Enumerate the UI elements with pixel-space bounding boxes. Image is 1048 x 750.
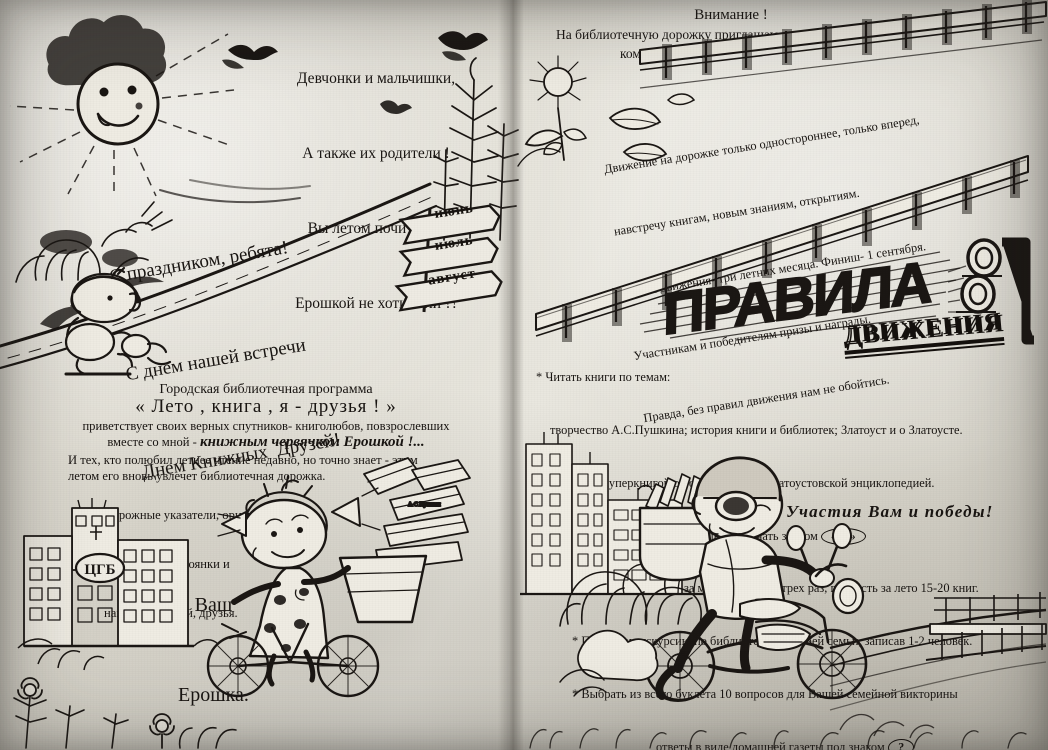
dandelion-and-leaves-illustration — [517, 55, 696, 167]
program-line-4-bold: книжным червячком Ерошкой !... — [200, 434, 425, 451]
fence-illustration-top — [639, 0, 1047, 89]
program-line-3: приветствует своих верных спутников- кни… — [82, 418, 450, 433]
wish-text: Участия Вам и победы! — [786, 502, 994, 521]
traffic-light-illustration — [947, 237, 1034, 345]
road-and-bridge-illustration — [829, 592, 1047, 739]
city-library-building-illustration: ЦГБ — [17, 498, 219, 671]
program-line-1: Городская библиотечная программа — [159, 382, 373, 397]
signature-eroshka: Ваш Ерошка. — [178, 530, 249, 750]
program-line-5: И тех, кто полюбил летнее чтение недавно… — [68, 452, 418, 467]
attention-title: Внимание ! — [694, 7, 768, 23]
shrub-illustration-left — [15, 201, 173, 283]
program-title: « Лето , книга , я - друзья ! » — [135, 396, 397, 418]
poem-line: А также их родители ! — [302, 145, 450, 162]
motorcyclist-with-books-illustration — [559, 456, 868, 702]
program-line-4-prefix: вместе со мной - — [107, 435, 201, 450]
rule-item: ответы в виде домашней газеты под знаком… — [528, 738, 1044, 750]
bushes-illustration-right — [559, 571, 702, 627]
building-label-cgb: ЦГБ — [84, 562, 115, 578]
flying-birds-illustration — [222, 31, 488, 114]
fence-illustration-middle — [535, 155, 1029, 342]
poem-line: Девчонки и мальчишки, — [296, 70, 456, 87]
grass-strip-bottom-right — [529, 728, 1027, 749]
program-block: Городская библиотечная программа « Лето … — [68, 382, 464, 484]
signature-line: Ерошка. — [178, 684, 249, 706]
rule-item: * Читать книги по темам: — [536, 370, 671, 385]
smiling-sun-with-cloud-illustration — [9, 15, 235, 198]
rule-item: творчество А.С.Пушкина; история книги и … — [550, 422, 963, 437]
program-line-6: летом его вновь увлечет библиотечная дор… — [68, 469, 326, 484]
signature-line: Ваш — [194, 594, 233, 616]
speed-lines-illustration — [639, 251, 961, 341]
bookworm-eroshka-illustration — [64, 266, 172, 376]
booklet-gutter — [498, 0, 524, 750]
girl-on-bicycle-illustration: А.С.Пушкин — [206, 457, 471, 698]
month-signpost-group — [394, 204, 503, 313]
book-label-pushkin: А.С.Пушкин — [408, 502, 441, 508]
flowers-illustration-bottom-left — [13, 677, 237, 749]
